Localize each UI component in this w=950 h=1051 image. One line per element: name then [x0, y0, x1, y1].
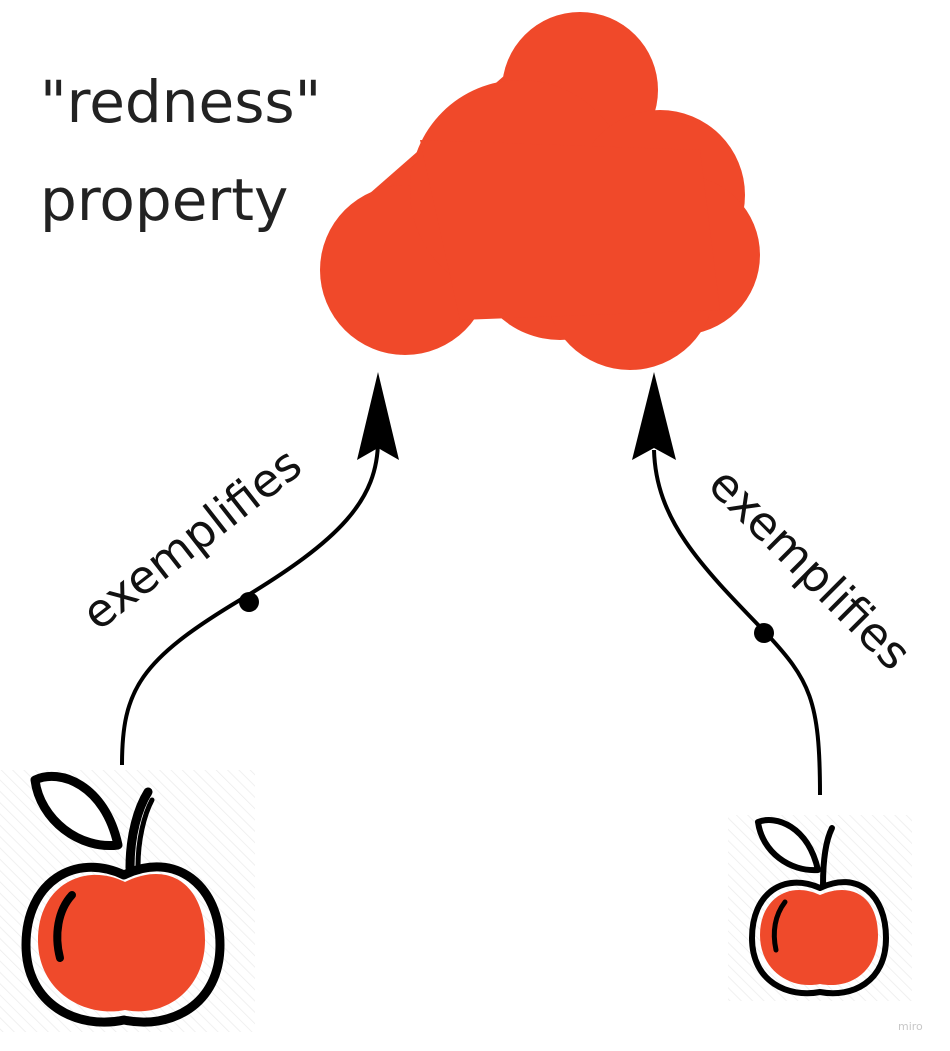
property-label-line-1: "redness" — [40, 68, 321, 136]
redness-property-blob[interactable] — [320, 12, 760, 370]
arrowhead-right — [632, 372, 676, 460]
edge-label-left: exemplifies — [72, 437, 312, 641]
edge-label-right: exemplifies — [698, 457, 922, 681]
edge-handle-right[interactable] — [754, 623, 774, 643]
miro-watermark: miro — [898, 1020, 923, 1033]
arrowhead-left — [357, 372, 399, 460]
property-label-line-2: property — [40, 166, 288, 234]
apple-icon[interactable] — [0, 770, 255, 1032]
edge-handle-left[interactable] — [239, 592, 259, 612]
property-label: "redness" property — [40, 68, 321, 234]
edge-right-exemplifies[interactable]: exemplifies — [632, 372, 922, 796]
apple-icon[interactable] — [728, 815, 912, 1001]
edge-left-exemplifies[interactable]: exemplifies — [72, 372, 399, 766]
